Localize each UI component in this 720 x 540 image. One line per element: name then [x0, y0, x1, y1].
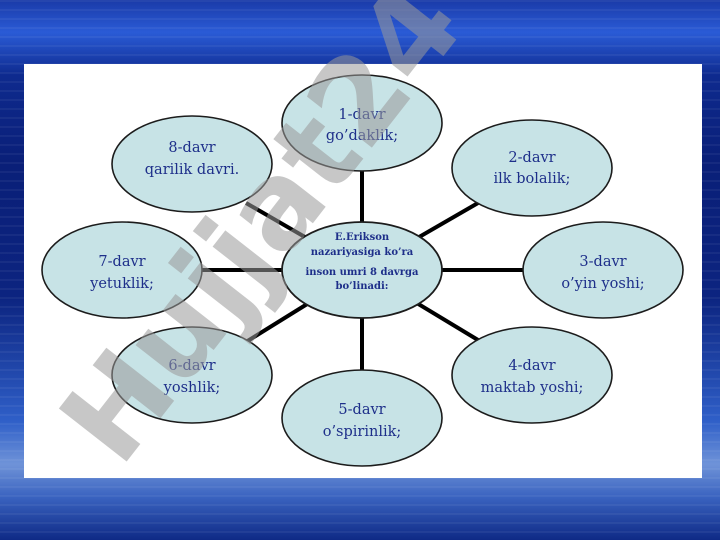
- center-node-shape: [281, 221, 443, 319]
- center-line-1: E.Erikson: [335, 232, 390, 243]
- node-7-shape: [41, 221, 203, 319]
- node-4-shape: [451, 326, 613, 424]
- node-4-label: maktab yoshi;: [481, 380, 584, 396]
- node-3: 3-davr o’yin yoshi;: [522, 221, 684, 319]
- center-line-3: inson umri 8 davrga: [306, 267, 420, 278]
- node-1-period: 1-davr: [338, 107, 385, 123]
- node-2-shape: [451, 119, 613, 217]
- center-line-2: nazariyasiga ko’ra: [311, 247, 414, 258]
- node-3-shape: [522, 221, 684, 319]
- node-8-period: 8-davr: [168, 140, 215, 156]
- node-8-shape: [111, 115, 273, 213]
- center-node: E.Erikson nazariyasiga ko’ra inson umri …: [281, 221, 443, 319]
- node-2: 2-davr ilk bolalik;: [451, 119, 613, 217]
- node-2-label: ilk bolalik;: [494, 171, 571, 187]
- node-6-shape: [111, 326, 273, 424]
- node-5-period: 5-davr: [338, 402, 385, 418]
- node-7: 7-davr yetuklik;: [41, 221, 203, 319]
- node-5-shape: [281, 369, 443, 467]
- node-5: 5-davr o’spirinlik;: [281, 369, 443, 467]
- node-2-period: 2-davr: [508, 150, 555, 166]
- node-5-label: o’spirinlik;: [323, 424, 402, 440]
- node-8: 8-davr qarilik davri.: [111, 115, 273, 213]
- node-7-label: yetuklik;: [89, 276, 154, 292]
- node-8-label: qarilik davri.: [145, 162, 239, 178]
- node-1-label: go’daklik;: [326, 128, 398, 144]
- node-6-label: yoshlik;: [163, 380, 221, 396]
- node-7-period: 7-davr: [98, 254, 145, 270]
- node-6-period: 6-davr: [168, 358, 215, 374]
- node-1: 1-davr go’daklik;: [281, 74, 443, 172]
- node-3-label: o’yin yoshi;: [561, 276, 644, 292]
- center-line-4: bo’linadi:: [336, 281, 389, 292]
- node-1-shape: [281, 74, 443, 172]
- node-6: 6-davr yoshlik;: [111, 326, 273, 424]
- node-4-period: 4-davr: [508, 358, 555, 374]
- node-3-period: 3-davr: [579, 254, 626, 270]
- node-4: 4-davr maktab yoshi;: [451, 326, 613, 424]
